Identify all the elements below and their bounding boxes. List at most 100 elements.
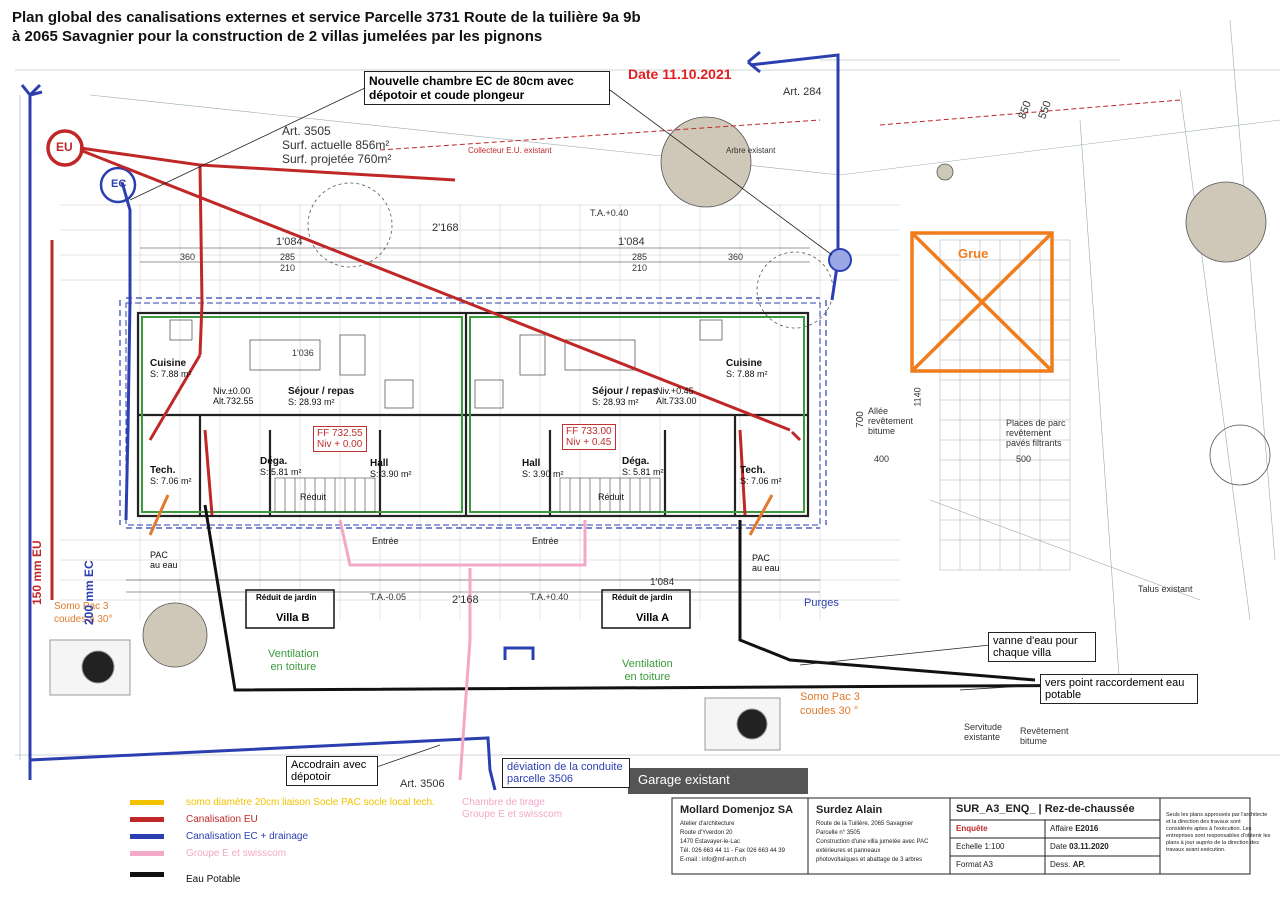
plan-title-line1: Plan global des canalisations externes e…	[12, 9, 641, 26]
room-cuisine-b-area: S: 7.88 m²	[150, 369, 192, 379]
allee-line2: revêtement	[868, 416, 914, 426]
titleblock-company2-name: Surdez Alain	[816, 804, 883, 816]
garage-block	[628, 768, 808, 794]
titleblock-company2-sub2: Parcelle n° 3505	[816, 830, 861, 836]
somo-right-line1: Somo Pac 3	[800, 691, 860, 703]
purges-label: Purges	[804, 597, 839, 609]
pac-units	[49, 639, 781, 751]
walls	[136, 311, 810, 518]
titleblock-dess-label: Dess.	[1050, 860, 1071, 869]
dim-1036: 1'036	[292, 348, 314, 358]
callout-deviation-line1: déviation de la conduite	[507, 761, 623, 773]
eu-manhole	[46, 129, 84, 167]
room-dega-b-area: S: 5.81 m²	[260, 467, 302, 477]
dim-360-a: 360	[728, 252, 744, 262]
titleblock-dess-value: AP.	[1072, 860, 1085, 869]
plan-title-line2: à 2065 Savagnier pour la construction de…	[12, 28, 543, 45]
arbre-label: Arbre existant	[726, 146, 776, 155]
room-cuisine-a-area: S: 7.88 m²	[726, 369, 768, 379]
titleblock-company1-sub5: E-mail : info@mf-arch.ch	[680, 857, 747, 863]
room-reduit-a: Réduit	[598, 492, 625, 502]
room-dega-a-area: S: 5.81 m²	[622, 467, 664, 477]
parcel-art-284: Art. 284	[783, 86, 822, 98]
somo-right-label: Somo Pac 3 coudes 30 °	[800, 690, 860, 718]
chambre-tirage-label: Chambre de tirage Groupe E et swisscom	[462, 797, 562, 821]
ventilation-a-line1: Ventilation	[622, 658, 673, 670]
room-dega-b-name: Déga.	[260, 456, 288, 467]
titleblock-affaire-label: Affaire	[1050, 824, 1073, 833]
parcel-art-3506: Art. 3506	[400, 778, 445, 790]
titleblock-notes-line6: travaux avant exécution.	[1166, 847, 1226, 853]
legend-swatches	[130, 800, 164, 877]
ff-level-b-line1: FF 732.55	[317, 428, 363, 439]
titleblock-company1-sub4: Tél. 026 663 44 11 - Fax 026 663 44 39	[680, 848, 785, 854]
titleblock-echelle-label: Echelle	[956, 842, 983, 851]
ventilation-label-b: Ventilation en toiture	[268, 648, 319, 674]
garage-label: Garage existant	[638, 772, 730, 787]
titleblock-company1: Mollard Domenjoz SA Atelier d'architectu…	[680, 804, 793, 865]
titleblock-notes-line1: Seuls les plans approuvés par l'architec…	[1166, 812, 1268, 818]
legend-eu: Canalisation EU	[186, 814, 258, 825]
titleblock-view: Rez-de-chaussée	[1044, 803, 1135, 815]
room-hall-a-name: Hall	[522, 458, 541, 469]
level-ta-minus: T.A.-0.05	[370, 592, 407, 602]
context-lines	[15, 19, 1280, 760]
ec-size-label: 200 mm EC	[82, 560, 96, 625]
titleblock-notes: Seuls les plans approuvés par l'architec…	[1166, 812, 1270, 854]
room-hall-b-area: S: 3.90 m²	[370, 469, 412, 479]
callout-water-valve-line1: vanne d'eau pour	[993, 635, 1078, 647]
dim-2168-top: 2'168	[432, 222, 459, 234]
somo-lines	[148, 494, 774, 536]
level-b-line1: Niv.±0.00	[213, 386, 251, 396]
titleblock-echelle-value: 1:100	[984, 842, 1005, 851]
pac-b-line2: au eau	[150, 560, 178, 570]
titleblock-drawing-code: SUR_A3_ENQ_	[956, 803, 1036, 815]
room-sejour-a-area: S: 28.93 m²	[592, 397, 639, 407]
level-b-line2: Alt.732.55	[213, 396, 254, 406]
room-tech-a: Tech.S: 7.06 m²	[740, 465, 782, 487]
dim-1084-bottom: 1'084	[650, 577, 675, 588]
callout-accodrain-line1: Accodrain avec	[291, 759, 367, 771]
room-hall-a-area: S: 3.90 m²	[522, 469, 564, 479]
water-supply-line	[203, 504, 1151, 692]
callout-water-valve: vanne d'eau pour chaque villa	[988, 632, 1096, 662]
somo-left-label: Somo Pac 3 coudes à 30°	[54, 600, 113, 626]
ff-level-b-line2: Niv + 0.00	[317, 439, 363, 450]
dim-210-a: 210	[632, 263, 648, 273]
building	[125, 302, 821, 526]
callout-water-valve-line2: chaque villa	[993, 647, 1052, 659]
titleblock-enquete: Enquête	[956, 824, 988, 833]
room-tech-a-name: Tech.	[740, 465, 766, 476]
ec-label: EC	[111, 178, 127, 190]
reduit-jardin-a: Réduit de jardin	[612, 593, 673, 602]
room-dega-a: Déga.S: 5.81 m²	[622, 456, 664, 478]
dim-700: 700	[854, 411, 866, 428]
dim-1084-a: 1'084	[618, 236, 645, 248]
room-cuisine-b-name: Cuisine	[150, 358, 187, 369]
callout-new-chamber: Nouvelle chambre EC de 80cm avec dépotoi…	[364, 71, 610, 105]
ventilation-a-line2: en toiture	[624, 671, 671, 683]
talus-label: Talus existant	[1138, 584, 1193, 594]
allee-label: Allée revêtement bitume	[868, 406, 913, 436]
places-label: Places de parc revêtement pavés filtrant…	[1006, 418, 1066, 448]
ff-level-a-line1: FF 733.00	[566, 426, 612, 437]
ec-new-chamber	[828, 248, 852, 272]
legend-eau-potable: Eau Potable	[186, 874, 241, 885]
room-cuisine-a-name: Cuisine	[726, 358, 763, 369]
ff-level-a-line2: Niv + 0.45	[566, 437, 612, 448]
leader-lines	[129, 87, 1041, 771]
ventilation-b-line1: Ventilation	[268, 648, 319, 660]
stairs	[274, 477, 661, 513]
title-block	[671, 797, 1251, 875]
titleblock-notes-line2: et la direction des travaux sont	[1166, 819, 1241, 825]
eu-lines	[50, 146, 802, 600]
dimension-lines	[126, 247, 820, 593]
room-sejour-a-name: Séjour / repas	[592, 386, 659, 397]
titleblock-company2-sub1: Route de la Tuilière, 2065 Savagnier	[816, 821, 914, 827]
